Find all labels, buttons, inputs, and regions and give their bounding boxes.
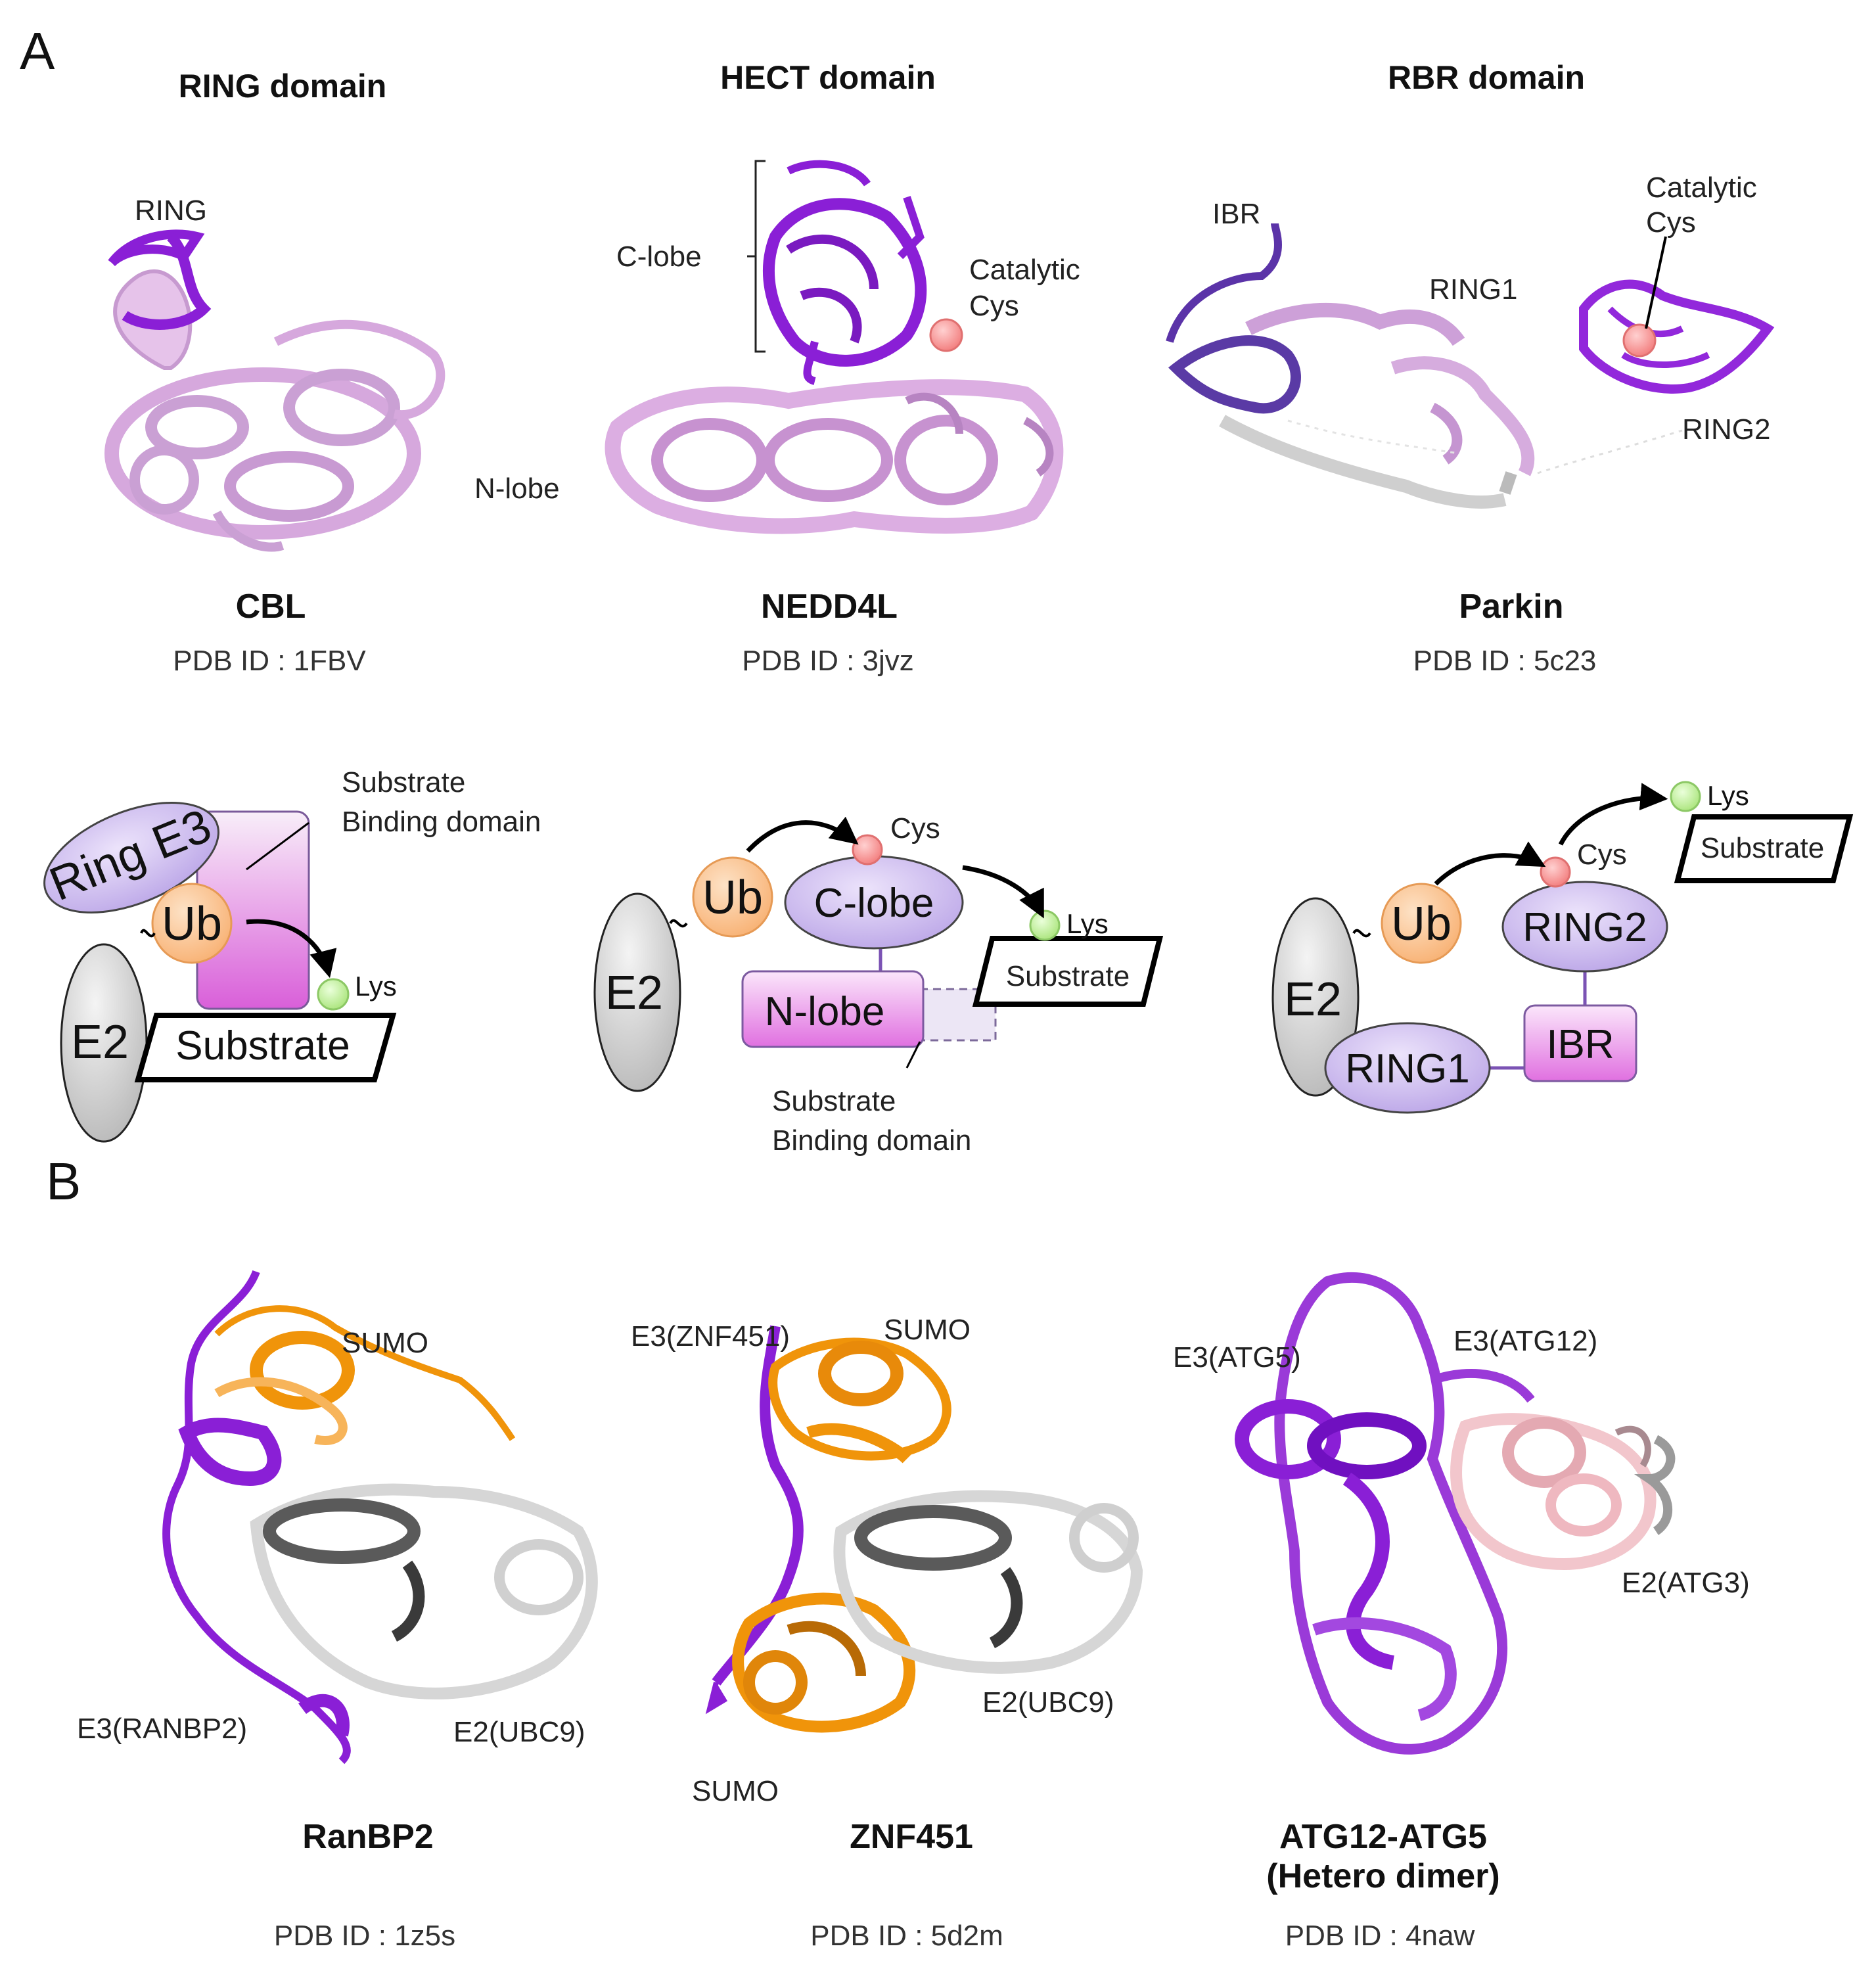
lys-label-rbr: Lys xyxy=(1707,780,1749,811)
ub-label-rbr: Ub xyxy=(1391,898,1452,950)
ring-e3-ellipse xyxy=(43,802,219,913)
sbd-label-hect-line2: Binding domain xyxy=(772,1124,971,1157)
parkin-catalytic-line1: Catalytic xyxy=(1646,172,1757,204)
parkin-catalytic-line2: Cys xyxy=(1646,206,1696,239)
substrate-label-rbr: Substrate xyxy=(1701,832,1824,864)
ring2-label-schematic: RING2 xyxy=(1522,905,1647,950)
ring1-label-schematic: RING1 xyxy=(1345,1046,1469,1092)
atg12-atg5-structure xyxy=(1235,1272,1676,1755)
c-lobe-structure-label: C-lobe xyxy=(616,241,702,273)
protein-name-parkin: Parkin xyxy=(1459,588,1564,626)
ranbp2-e3-label: E3(RANBP2) xyxy=(77,1713,247,1745)
parkin-structure xyxy=(1166,223,1775,509)
atg3-e2-label: E2(ATG3) xyxy=(1622,1567,1750,1599)
ring1-structure-label: RING1 xyxy=(1429,273,1517,306)
substrate-box xyxy=(134,1013,397,1082)
ub-label-ring: Ub xyxy=(162,898,222,950)
panel-a-letter: A xyxy=(20,22,55,80)
ranbp2-e2-label: E2(UBC9) xyxy=(453,1716,585,1748)
substrate-label-hect: Substrate xyxy=(1006,960,1130,992)
lys-circle xyxy=(317,978,350,1011)
substrate-box-hect xyxy=(972,936,1164,1007)
protein-name-cbl: CBL xyxy=(236,588,306,626)
ibr-box xyxy=(1523,1004,1637,1082)
heading-hect-domain: HECT domain xyxy=(720,59,936,96)
atg5-e3-label: E3(ATG5) xyxy=(1173,1341,1301,1374)
pdb-id-cbl: PDB ID : 1FBV xyxy=(173,645,366,677)
rbr-schematic xyxy=(1271,781,1854,1114)
atg12-e3-label: E3(ATG12) xyxy=(1453,1325,1597,1357)
n-lobe-structure-label: N-lobe xyxy=(474,473,560,505)
znf451-e2-label: E2(UBC9) xyxy=(982,1686,1114,1719)
cys-circle-hect xyxy=(852,834,883,866)
c-lobe-label-schematic: C-lobe xyxy=(814,881,934,926)
lys-label-ring: Lys xyxy=(355,971,397,1002)
znf451-sumo-bottom-label: SUMO xyxy=(692,1775,779,1807)
ring-schematic xyxy=(43,802,397,1143)
substrate-box-rbr xyxy=(1674,814,1854,883)
ranbp2-sumo-label: SUMO xyxy=(342,1327,428,1359)
heading-rbr-domain: RBR domain xyxy=(1388,59,1585,96)
pdb-id-atg12-atg5: PDB ID : 4naw xyxy=(1285,1920,1475,1952)
ring2-structure-label: RING2 xyxy=(1682,413,1770,446)
lys-circle-hect xyxy=(1029,910,1061,941)
protein-name-nedd4l: NEDD4L xyxy=(761,588,898,626)
c-lobe-bracket xyxy=(747,160,766,353)
lys-label-hect: Lys xyxy=(1066,908,1109,939)
znf451-e3-label: E3(ZNF451) xyxy=(631,1320,790,1352)
cys-label-hect: Cys xyxy=(890,812,940,844)
substrate-label-ring: Substrate xyxy=(175,1023,350,1069)
sbd-label-hect-line1: Substrate xyxy=(772,1085,896,1117)
protein-name-ranbp2: RanBP2 xyxy=(302,1818,433,1856)
panel-b-letter: B xyxy=(46,1152,81,1211)
hect-schematic xyxy=(593,816,1164,1092)
e2-label-rbr: E2 xyxy=(1284,973,1342,1026)
catalytic-label-line2: Cys xyxy=(969,290,1019,322)
ub-label-hect: Ub xyxy=(702,871,763,924)
protein-name-atg12-atg5: ATG12-ATG5 xyxy=(1279,1818,1487,1856)
pdb-id-ranbp2: PDB ID : 1z5s xyxy=(274,1920,455,1952)
nedd4l-structure xyxy=(605,160,1064,534)
ring-structure-label: RING xyxy=(135,195,207,227)
n-lobe-box xyxy=(741,970,925,1048)
e2-ellipse-hect xyxy=(593,892,681,1092)
protein-name-hetero-dimer: (Hetero dimer) xyxy=(1266,1857,1499,1895)
ranbp2-structure xyxy=(162,1270,598,1765)
catalytic-label-line1: Catalytic xyxy=(969,254,1080,286)
lys-circle-rbr xyxy=(1670,781,1701,812)
ring2-ellipse xyxy=(1501,881,1668,973)
ub-circle-hect xyxy=(692,856,773,938)
ub-circle xyxy=(151,883,233,964)
heading-ring-domain: RING domain xyxy=(179,68,387,104)
cys-circle-rbr xyxy=(1540,856,1571,888)
sbd-label-ring-line1: Substrate xyxy=(342,766,465,798)
protein-name-znf451: ZNF451 xyxy=(850,1818,973,1856)
ibr-structure-label: IBR xyxy=(1212,198,1260,230)
e2-label-hect: E2 xyxy=(605,967,663,1019)
catalytic-cys-pointer xyxy=(1645,236,1667,329)
ibr-label-schematic: IBR xyxy=(1546,1022,1614,1067)
cbl-structure xyxy=(104,229,446,552)
znf451-structure xyxy=(705,1325,1143,1733)
ub-circle-rbr xyxy=(1381,883,1462,964)
cys-label-rbr: Cys xyxy=(1577,839,1627,871)
pdb-id-nedd4l: PDB ID : 3jvz xyxy=(742,645,914,677)
sbd-label-ring-line2: Binding domain xyxy=(342,806,541,838)
e2-label-ring: E2 xyxy=(71,1016,129,1069)
znf451-sumo-top-label: SUMO xyxy=(884,1314,971,1346)
n-lobe-label-schematic: N-lobe xyxy=(765,989,885,1034)
pdb-id-parkin: PDB ID : 5c23 xyxy=(1413,645,1597,677)
pdb-id-znf451: PDB ID : 5d2m xyxy=(810,1920,1003,1952)
ring1-ellipse xyxy=(1324,1022,1491,1114)
